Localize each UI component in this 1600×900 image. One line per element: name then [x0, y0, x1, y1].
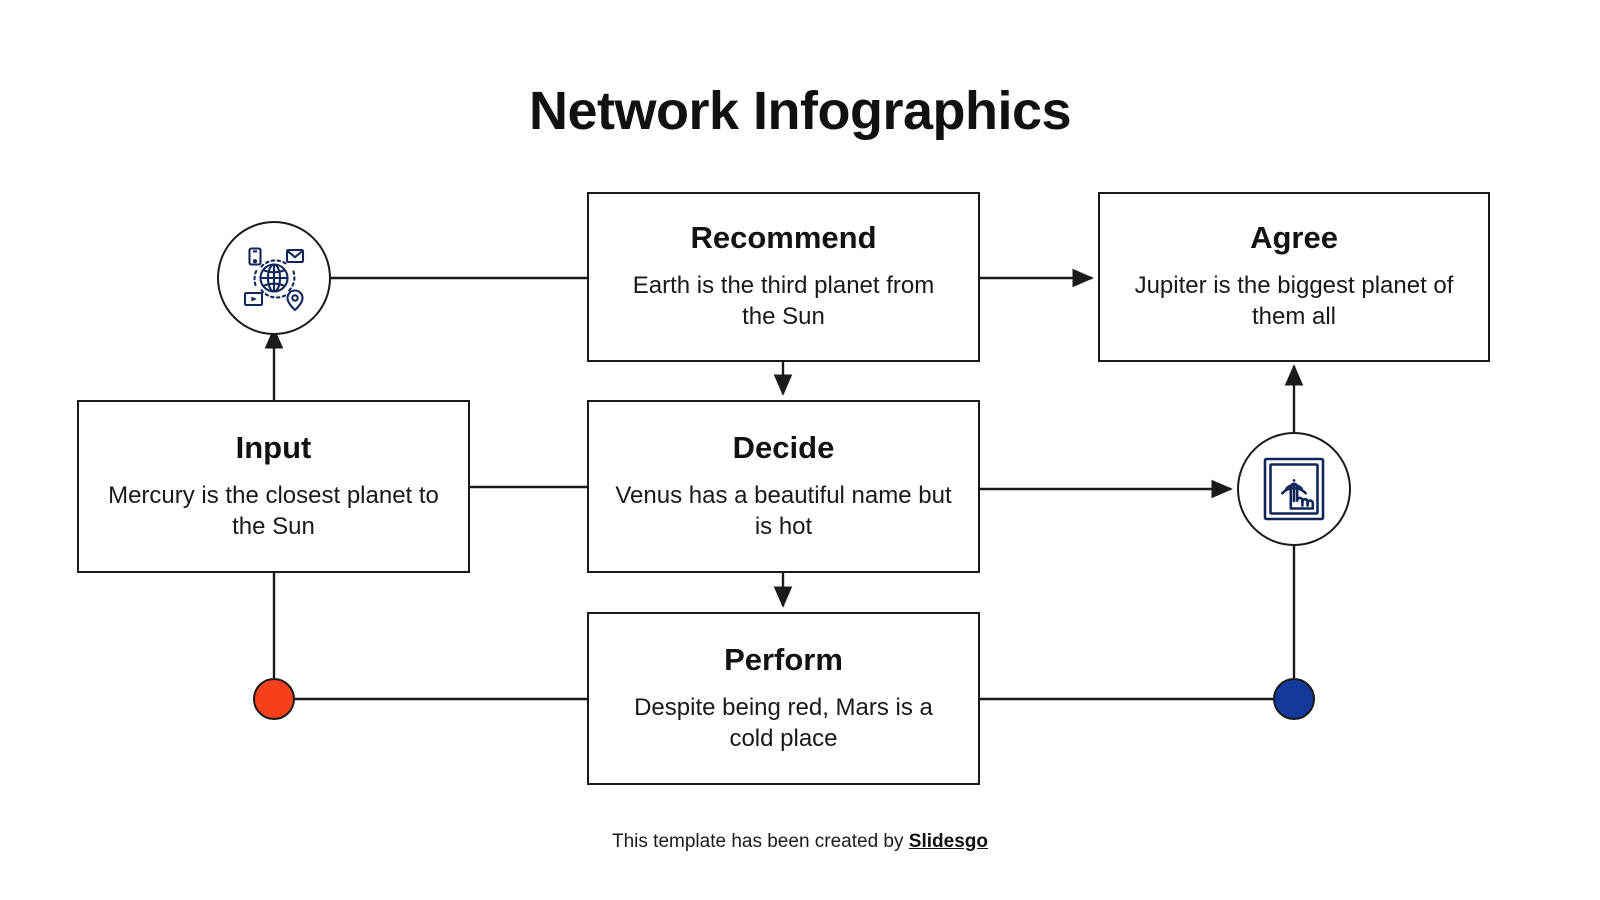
node-box-agree[interactable]: Agree Jupiter is the biggest planet of t… — [1098, 192, 1490, 362]
blue-dot-node[interactable] — [1273, 678, 1315, 720]
node-box-perform[interactable]: Perform Despite being red, Mars is a col… — [587, 612, 980, 785]
node-description-decide: Venus has a beautiful name but is hot — [615, 481, 952, 540]
network-globe-icon — [243, 247, 305, 312]
node-title-perform: Perform — [724, 641, 843, 677]
network-globe-icon-circle[interactable] — [217, 221, 331, 335]
envelope-icon — [285, 248, 305, 264]
footer-credit: This template has been created by Slides… — [0, 831, 1600, 853]
phone-icon — [248, 247, 262, 266]
footer-prefix-text: This template has been created by — [612, 831, 909, 852]
video-player-icon — [243, 291, 264, 307]
orange-dot-node[interactable] — [253, 678, 295, 720]
touch-tap-icon-circle[interactable] — [1237, 432, 1351, 546]
slidesgo-link[interactable]: Slidesgo — [908, 831, 988, 852]
touch-tap-icon — [1263, 457, 1325, 521]
node-title-input: Input — [235, 429, 312, 465]
node-title-recommend: Recommend — [690, 220, 877, 256]
node-description-perform: Despite being red, Mars is a cold place — [634, 693, 933, 752]
node-title-agree: Agree — [1250, 220, 1338, 256]
node-box-decide[interactable]: Decide Venus has a beautiful name but is… — [587, 400, 980, 573]
node-description-agree: Jupiter is the biggest planet of them al… — [1134, 272, 1454, 331]
location-pin-icon — [286, 289, 304, 312]
node-description-input: Mercury is the closest planet to the Sun — [108, 481, 439, 540]
page-title: Network Infographics — [528, 81, 1072, 141]
node-box-recommend[interactable]: Recommend Earth is the third planet from… — [587, 192, 980, 362]
node-title-decide: Decide — [732, 429, 835, 465]
node-box-input[interactable]: Input Mercury is the closest planet to t… — [77, 400, 470, 573]
node-description-recommend: Earth is the third planet from the Sun — [632, 272, 935, 331]
